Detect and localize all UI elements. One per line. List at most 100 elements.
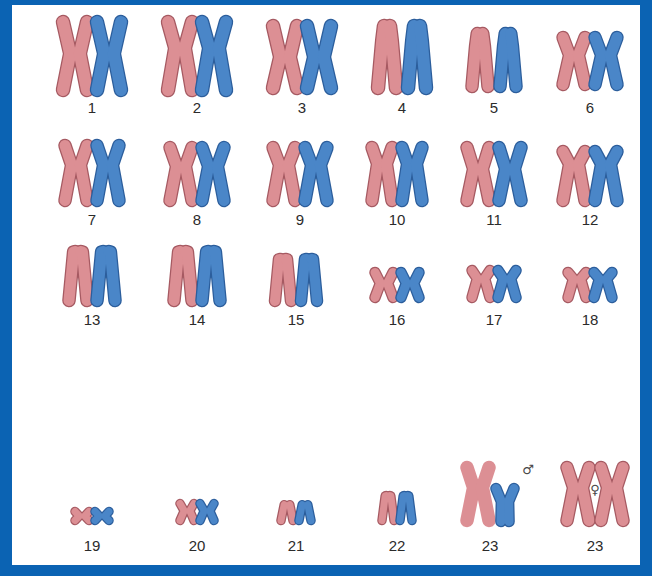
chromatid — [275, 259, 281, 301]
chromatid — [610, 152, 617, 201]
chromatid — [81, 252, 87, 301]
chromosome-number: 9 — [296, 212, 304, 228]
chromatid — [174, 252, 180, 301]
chromosome-number: 22 — [389, 538, 406, 554]
chromatid — [472, 271, 477, 298]
chromatid — [305, 148, 312, 201]
chromatid — [375, 273, 380, 298]
chromatid — [567, 468, 574, 521]
chromatid — [563, 38, 570, 85]
chromatid — [378, 26, 384, 88]
chromatid — [402, 148, 408, 201]
chromatid — [290, 26, 297, 88]
chromatid — [219, 22, 226, 90]
chromatid — [610, 38, 617, 85]
chromatid — [595, 152, 602, 201]
chromatid — [578, 38, 585, 85]
chromatid — [307, 26, 314, 88]
chromosome-number: 23 — [482, 538, 499, 554]
chromatid — [582, 468, 589, 521]
chromatid — [170, 148, 177, 201]
chromatid — [324, 26, 331, 88]
chromatid — [581, 273, 586, 298]
chromatid — [114, 22, 121, 90]
chromatid — [595, 38, 602, 85]
chromatid — [511, 34, 516, 87]
chromosome-number: 19 — [84, 538, 101, 554]
chromatid — [80, 22, 87, 90]
chromatid — [388, 273, 393, 298]
chromatid — [80, 22, 87, 90]
chromatid — [563, 152, 570, 201]
chromatid — [563, 152, 570, 201]
chromatid — [386, 148, 392, 201]
chromatid — [483, 34, 488, 87]
chromatid — [386, 148, 392, 201]
chromatid — [170, 148, 177, 201]
chromatid — [217, 148, 224, 201]
chromosome-number: 20 — [189, 538, 206, 554]
chromatid — [273, 26, 280, 88]
chromatid — [112, 146, 119, 201]
chromatid — [202, 148, 209, 201]
chromatid — [97, 146, 104, 201]
chromosome-number: 23 — [587, 538, 604, 554]
chromatid — [324, 26, 331, 88]
sex-symbol: ♂ — [522, 462, 534, 478]
chromatid — [286, 259, 292, 301]
chromatid — [210, 504, 214, 521]
chromatid — [273, 148, 280, 201]
chromosome-number: 5 — [490, 100, 498, 116]
chromosome-number: 1 — [88, 100, 96, 116]
chromatid — [85, 512, 89, 521]
chromatid — [190, 504, 194, 521]
chromatid — [509, 489, 514, 522]
chromatid — [601, 468, 608, 521]
chromatid — [97, 252, 103, 301]
chromatid — [105, 512, 109, 521]
chromatid — [95, 512, 99, 521]
chromosome-number: 21 — [288, 538, 305, 554]
chromatid — [388, 273, 393, 298]
chromatid — [273, 148, 280, 201]
chromatid — [97, 146, 104, 201]
chromatid — [289, 505, 293, 521]
chromatid — [472, 34, 477, 87]
chromatid — [420, 26, 426, 88]
chromatid — [420, 26, 426, 88]
chromosome-number: 14 — [189, 312, 206, 328]
chromatid — [400, 496, 404, 521]
chromatid — [114, 22, 121, 90]
chromatid — [578, 152, 585, 201]
chromatid — [578, 38, 585, 85]
chromatid — [80, 146, 87, 201]
chromatid — [320, 148, 327, 201]
chromatid — [499, 148, 506, 201]
chromatid — [109, 252, 115, 301]
chromatid — [401, 273, 406, 298]
chromatid — [168, 22, 175, 90]
chromatid — [186, 252, 192, 301]
chromatid — [190, 504, 194, 521]
chromatid — [616, 468, 623, 521]
chromatid — [514, 148, 521, 201]
chromatid — [105, 512, 109, 521]
chromatid — [307, 505, 311, 521]
chromatid — [65, 146, 72, 201]
chromatid — [511, 34, 516, 87]
chromatid — [312, 259, 318, 301]
chromatid — [372, 148, 378, 201]
chromatid — [500, 34, 505, 87]
chromatid — [85, 512, 89, 521]
chromatid — [500, 34, 505, 87]
chromatid — [305, 148, 312, 201]
chromosome-number: 3 — [298, 100, 306, 116]
chromatid — [496, 489, 501, 522]
chromatid — [482, 148, 489, 201]
chromatid — [482, 468, 489, 521]
chromatid — [390, 26, 396, 88]
chromatid — [200, 504, 204, 521]
chromosome-number: 4 — [398, 100, 406, 116]
chromosome-number: 13 — [84, 312, 101, 328]
chromatid — [312, 259, 318, 301]
